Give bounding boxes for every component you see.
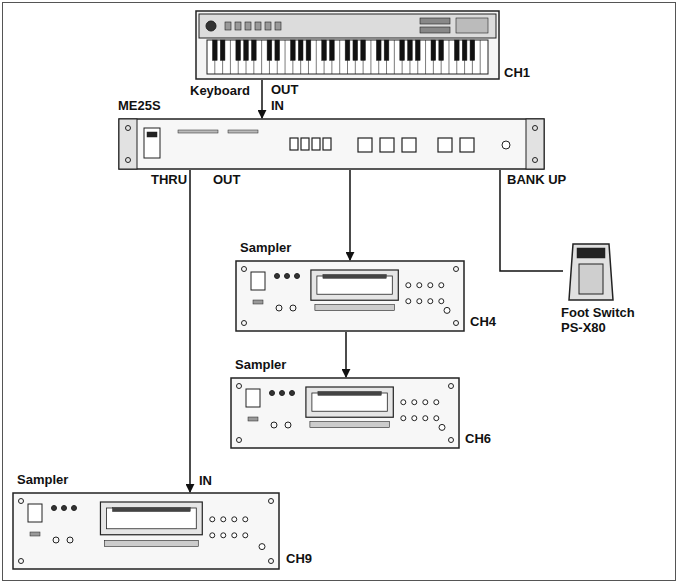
channel-label: CH4 — [470, 315, 496, 330]
device-node: ME25S — [118, 118, 545, 170]
device-node: SamplerCH4 — [235, 260, 465, 332]
device-name: Foot Switch PS-X80 — [561, 306, 641, 336]
midi-cable — [189, 170, 191, 492]
port-label: OUT — [212, 173, 241, 188]
device-name: Sampler — [235, 358, 286, 373]
device-illustration — [563, 240, 619, 302]
device-node: Foot Switch PS-X80 — [563, 240, 619, 302]
port-label: OUT — [270, 83, 299, 98]
port-label: BANK UP — [506, 173, 567, 188]
midi-cable — [261, 80, 263, 118]
device-illustration — [235, 260, 465, 332]
device-name: Keyboard — [190, 84, 250, 99]
device-node: SamplerCH9 — [12, 492, 280, 570]
midi-cable — [349, 170, 351, 260]
device-name: ME25S — [118, 99, 161, 114]
device-illustration — [195, 10, 500, 80]
port-label: IN — [270, 99, 285, 114]
channel-label: CH1 — [504, 66, 530, 81]
device-illustration — [118, 118, 545, 170]
device-illustration — [12, 492, 280, 570]
channel-label: CH6 — [465, 432, 491, 447]
device-name: Sampler — [240, 241, 291, 256]
device-node: SamplerCH6 — [230, 377, 460, 449]
device-node: KeyboardCH1 — [195, 10, 500, 80]
midi-cable — [345, 332, 347, 377]
port-label: THRU — [150, 173, 188, 188]
device-name: Sampler — [17, 473, 68, 488]
port-label: IN — [198, 474, 213, 489]
device-illustration — [230, 377, 460, 449]
channel-label: CH9 — [286, 552, 312, 567]
